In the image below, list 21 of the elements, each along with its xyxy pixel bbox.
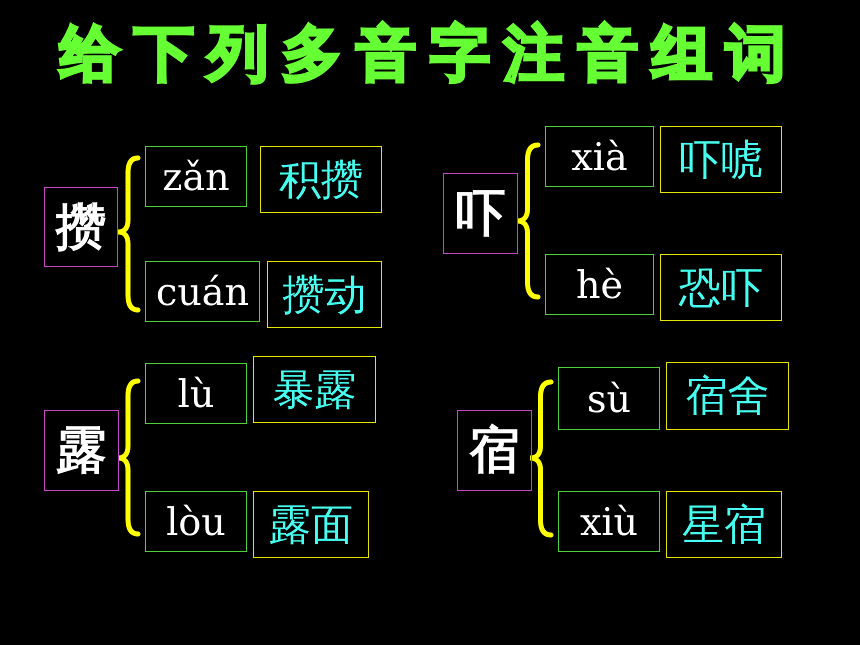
character-box: 攒 <box>44 187 118 267</box>
word-box: 攒动 <box>267 261 382 328</box>
pinyin-box: lòu <box>145 491 247 552</box>
pinyin-box: zǎn <box>145 146 247 207</box>
word-box: 积攒 <box>260 146 382 213</box>
pinyin-box: hè <box>545 254 654 315</box>
pinyin-box: lù <box>145 363 247 424</box>
word-box: 露面 <box>253 491 369 558</box>
pinyin-box: sù <box>558 367 660 430</box>
word-box: 恐吓 <box>660 254 782 321</box>
pinyin-box: cuán <box>145 261 260 322</box>
word-box: 暴露 <box>253 356 376 423</box>
pinyin-box: xià <box>545 126 654 187</box>
word-box: 星宿 <box>666 491 782 558</box>
character-box: 宿 <box>457 410 532 491</box>
word-box: 吓唬 <box>660 126 782 193</box>
pinyin-box: xiù <box>558 491 660 552</box>
word-box: 宿舍 <box>666 362 789 430</box>
character-box: 吓 <box>443 173 518 254</box>
title: 给下列多音字注音组词 <box>58 18 801 91</box>
character-box: 露 <box>44 410 119 491</box>
